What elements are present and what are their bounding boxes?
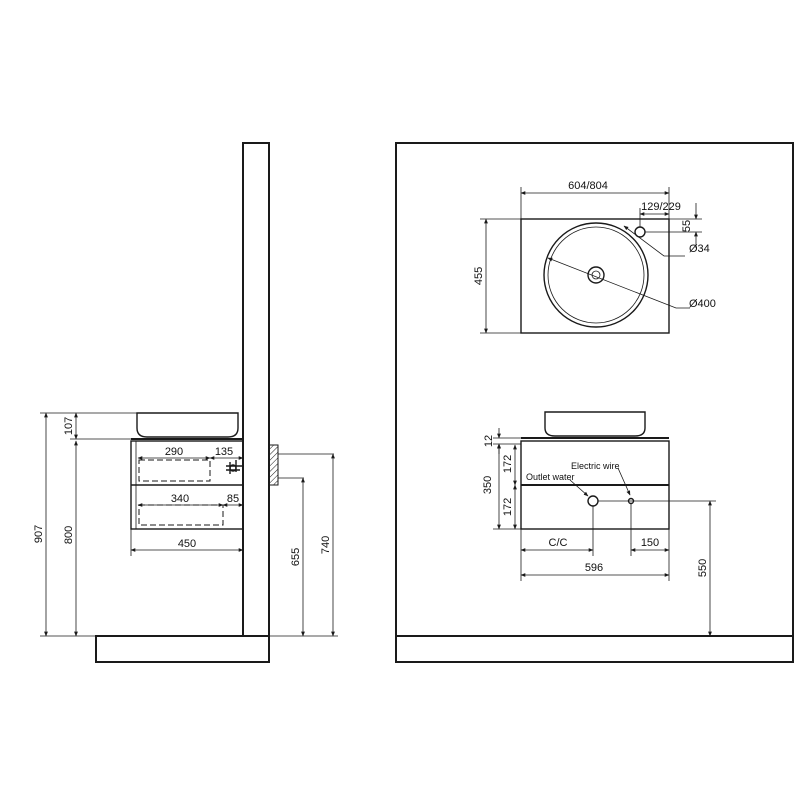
- dim-172-lower: 172: [502, 498, 514, 516]
- dim-340: 340: [171, 493, 189, 505]
- front-wall: [395, 142, 794, 636]
- front-view: Outlet water Electric wire 12 172 172 35…: [482, 411, 716, 637]
- side-floor: [95, 635, 270, 663]
- dim-740: 740: [320, 536, 332, 554]
- label-electric-wire: Electric wire: [571, 461, 620, 471]
- label-outlet-water: Outlet water: [526, 472, 575, 482]
- dim-350: 350: [482, 476, 494, 494]
- dim-129-229: 129/229: [641, 201, 681, 213]
- dim-55: 55: [681, 220, 693, 232]
- plan-drain: [587, 266, 605, 284]
- dim-604-804: 604/804: [568, 180, 608, 192]
- side-wall: [242, 142, 270, 636]
- dim-596: 596: [585, 562, 603, 574]
- plan-basin-outer: [543, 222, 649, 328]
- dim-d400: Ø400: [689, 298, 716, 310]
- dim-907: 907: [33, 525, 45, 543]
- dim-800: 800: [63, 526, 75, 544]
- dim-12: 12: [483, 435, 495, 447]
- dim-455: 455: [473, 267, 485, 285]
- dim-107: 107: [63, 417, 75, 435]
- side-drawer-upper: [138, 459, 211, 482]
- right-panel: [395, 142, 794, 663]
- plan-top: [520, 218, 670, 334]
- dim-655: 655: [290, 548, 302, 566]
- dim-550: 550: [697, 559, 709, 577]
- side-drawer-lower: [138, 504, 224, 526]
- dim-290: 290: [165, 446, 183, 458]
- dim-450: 450: [178, 538, 196, 550]
- side-view: 907 107 800 290 135 340 85 450 655 740: [33, 142, 338, 663]
- wall-outlet-hatch: [268, 444, 279, 486]
- dim-d34: Ø34: [689, 243, 710, 255]
- plan-view: 604/804 129/229 55 Ø34 Ø400 455: [473, 180, 716, 334]
- front-basin: [544, 411, 646, 437]
- front-floor: [395, 635, 794, 663]
- dim-135: 135: [215, 446, 233, 458]
- dim-cc: C/C: [549, 537, 568, 549]
- dim-85: 85: [227, 493, 239, 505]
- outlet-water-point: [587, 495, 599, 507]
- dim-172-upper: 172: [502, 455, 514, 473]
- siphon: [226, 460, 243, 474]
- side-basin: [136, 412, 239, 438]
- dim-150: 150: [641, 537, 659, 549]
